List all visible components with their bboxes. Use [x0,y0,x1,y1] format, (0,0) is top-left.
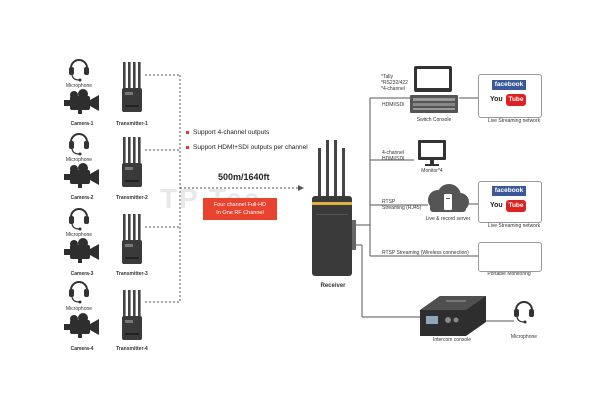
camera-label-1: Camera-1 [70,121,94,127]
feature-2: Support HDMI+SDI outputs per channel [186,144,308,151]
monitor-label: Monitor*4 [421,168,443,174]
transmitter-links [145,74,298,303]
hdmi-sdi-link-label-2: HDMI/SDI [382,156,405,162]
feature-1: Support 4-channel outputs [186,129,269,136]
live-streaming-label-2: Live Streaming network [487,223,541,229]
switch-console-icon [410,66,458,113]
mic-label-2: Microphone [65,157,93,163]
hdmi-sdi-link-label: HDMI/SDI [382,102,405,108]
camera-label-2: Camera-2 [70,195,94,201]
tally-note: *Tally [381,74,393,80]
output-links [356,97,514,322]
monitor-icon [418,140,446,166]
camera-label-4: Camera-4 [70,346,94,352]
camera-label-3: Camera-3 [70,271,94,277]
receiver-device [312,140,356,276]
link-arrow [298,185,304,191]
intercom-mic-label: Microphone [510,334,538,340]
intercom-console-icon [420,296,486,336]
channels-note: *4-channel [381,86,405,92]
switch-console-label: Switch Console [416,117,452,123]
mic-label-1: Microphone [65,83,93,89]
four-channel-link-label: 4-channel [382,150,404,156]
facebook-logo-2: facebook [492,186,526,196]
youtube-logo-1: You Tube [490,94,530,107]
mic-label-4: Microphone [65,306,93,312]
distance-label: 500m/1640ft [218,172,270,182]
mic-label-3: Microphone [65,232,93,238]
portable-label: Portable Monitoring [487,271,531,277]
transmitter-label-1: Transmitter-1 [116,121,148,127]
intercom-label: Intercom console [432,337,472,343]
wireless-link-label: RTSP Streaming (Wireless connection) [382,250,469,256]
server-label: Live & record server [425,216,471,222]
transmitter-label-3: Transmitter-3 [116,271,148,277]
server-cloud-icon [428,184,469,212]
rtsp-link-label: RTSP [382,199,396,205]
transmitter-label-4: Transmitter-4 [116,346,148,352]
rtsp-rj45-link-label: Streaming (RJ45) [382,205,422,211]
youtube-logo-2: You Tube [490,200,530,213]
rs232-note: *RS232/422 [381,80,408,86]
receiver-label: Receiver [320,283,346,289]
live-streaming-label-1: Live Streaming network [487,118,541,124]
transmitter-label-2: Transmitter-2 [116,195,148,201]
portable-monitoring-box [478,242,542,272]
intercom-headset-icon [513,301,535,325]
rf-channel-box: Four channel Full-HD In One RF Channel [203,198,277,220]
facebook-logo-1: facebook [492,80,526,90]
